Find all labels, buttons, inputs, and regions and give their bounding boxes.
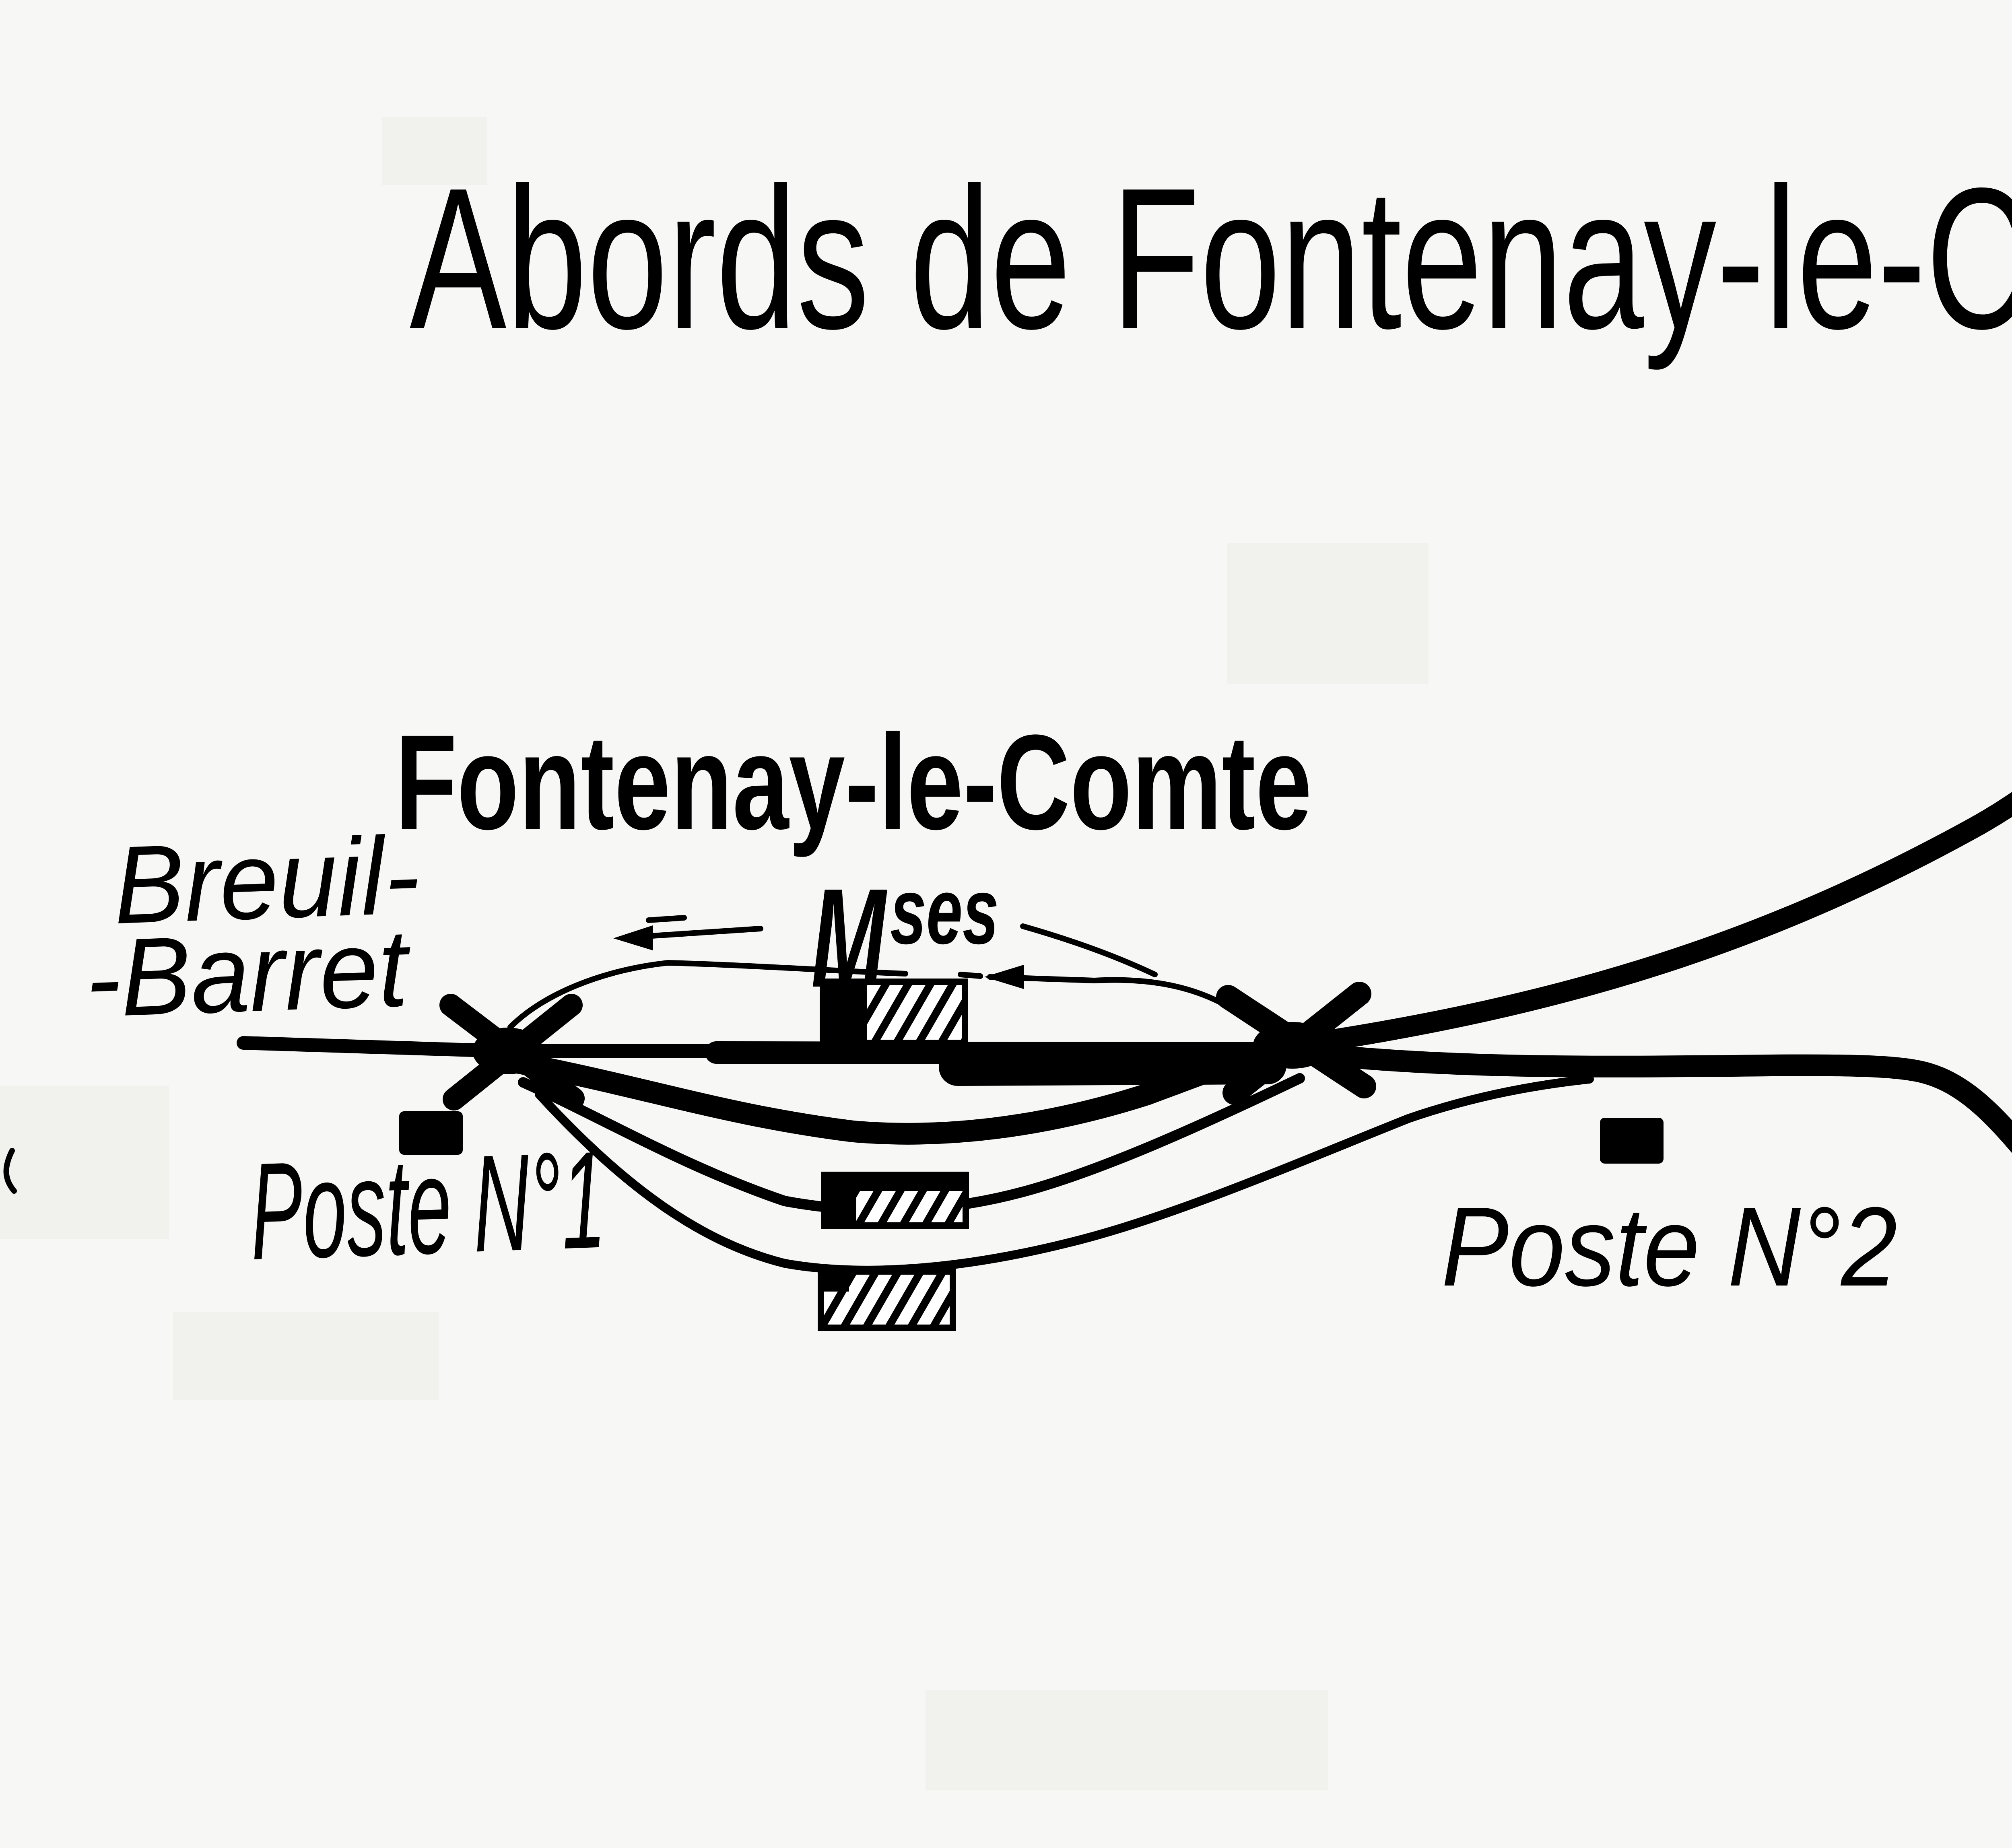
svg-text:Breuil-: Breuil- — [111, 814, 421, 947]
svg-text:-Barret: -Barret — [83, 906, 413, 1040]
svg-text:Poste N°2: Poste N°2 — [1441, 1184, 1897, 1310]
svg-text:Abords de Fontenay-le-Comte: Abords de Fontenay-le-Comte — [410, 146, 2012, 372]
svg-text:ses: ses — [890, 858, 999, 964]
svg-text:Fontenay-le-Comte: Fontenay-le-Comte — [395, 707, 1312, 859]
